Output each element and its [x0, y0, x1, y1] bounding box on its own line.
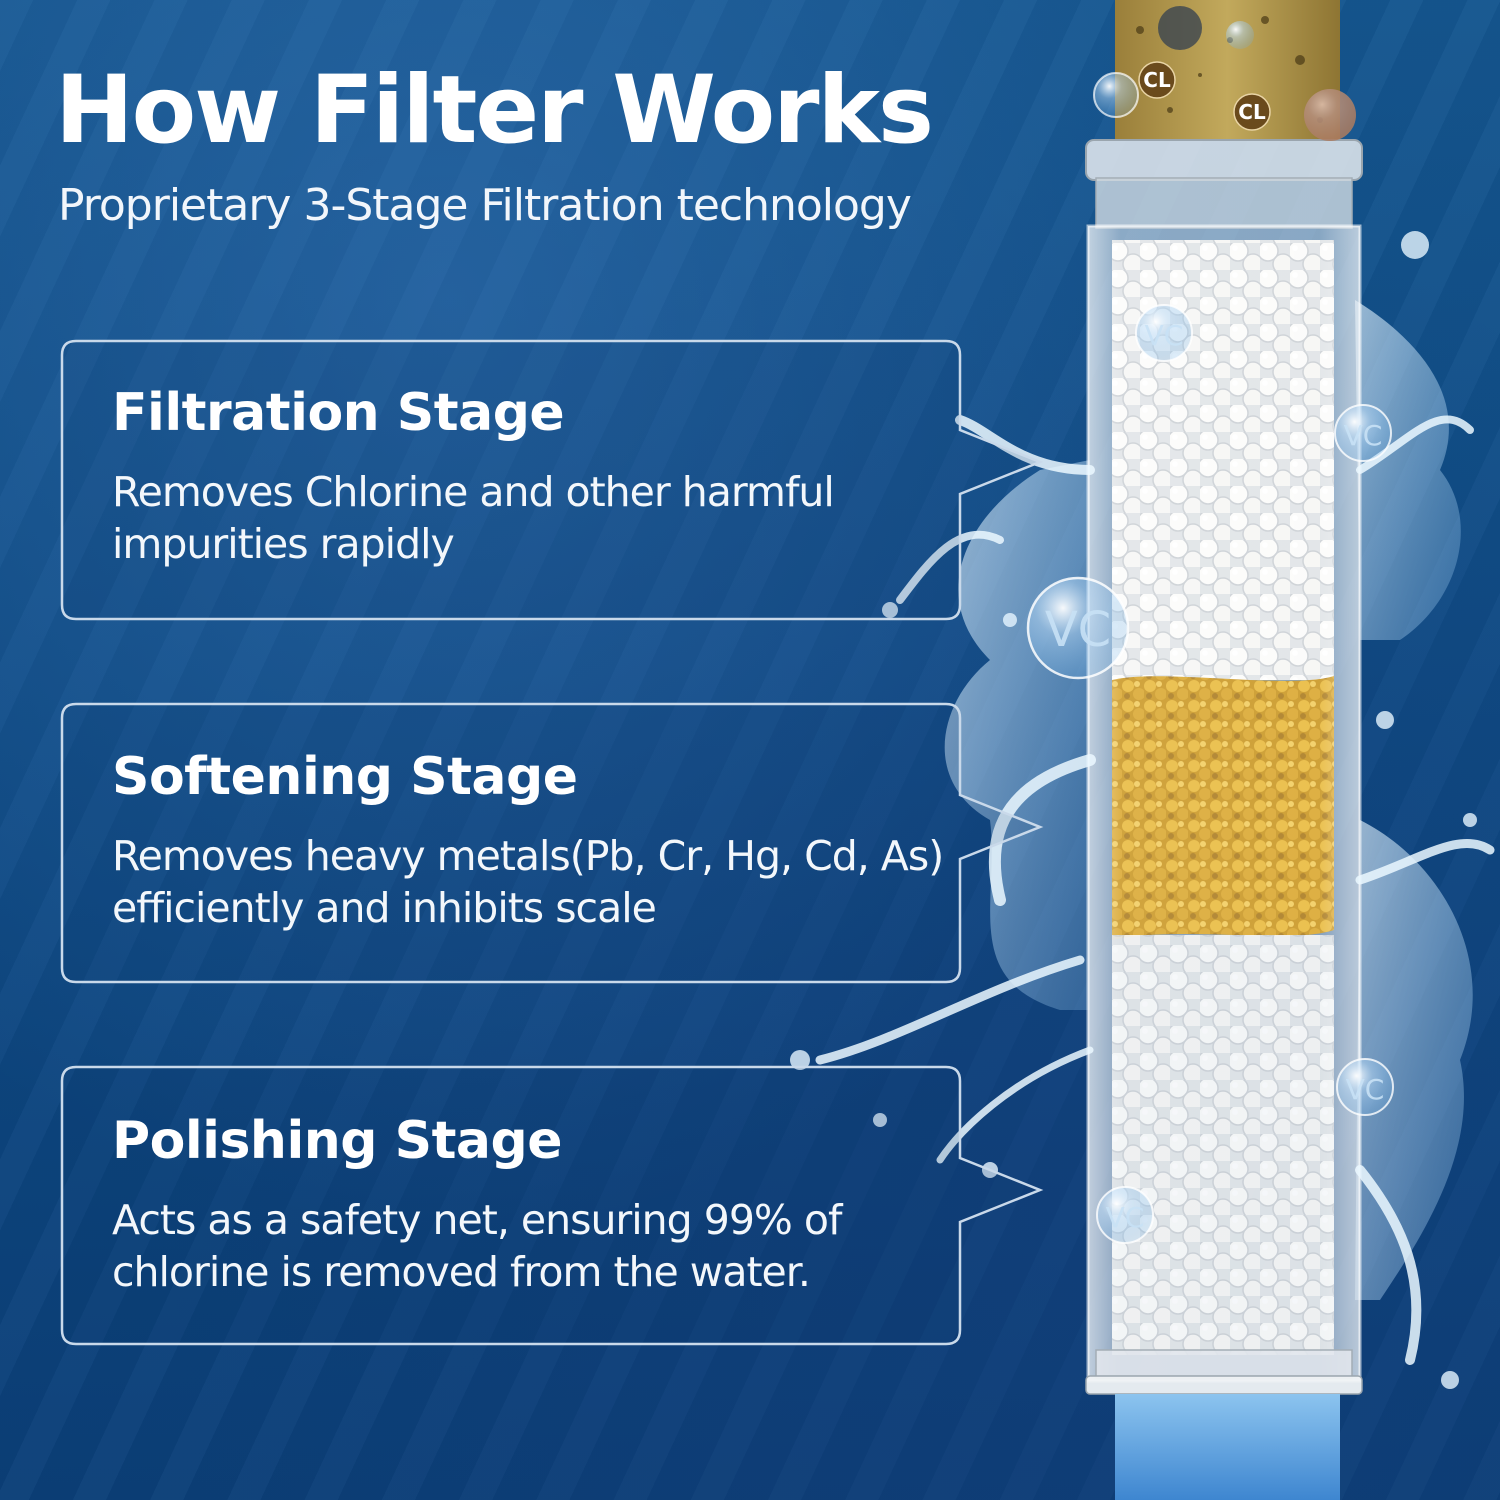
vitamin-c-icon — [1096, 1186, 1154, 1244]
stage-softening: Softening Stage Removes heavy metals(Pb,… — [112, 746, 972, 934]
stage-description: Removes Chlorine and other harmful impur… — [112, 468, 835, 569]
vitamin-c-icon — [1135, 304, 1193, 362]
callout-polishing — [60, 1065, 1044, 1346]
callout-filtration — [60, 339, 1044, 621]
svg-text:VC: VC — [1346, 1073, 1385, 1106]
clean-water-outlet — [1115, 1394, 1340, 1500]
svg-text:VC: VC — [1045, 602, 1111, 658]
svg-text:VC: VC — [1145, 319, 1184, 352]
vitamin-c-icon — [1026, 576, 1130, 680]
stage-description: Removes heavy metals(Pb, Cr, Hg, Cd, As)… — [112, 832, 944, 933]
vitamin-c-icon — [1336, 1058, 1394, 1116]
stage-description: Acts as a safety net, ensuring 99% of ch… — [112, 1196, 842, 1297]
page-subtitle: Proprietary 3-Stage Filtration technolog… — [58, 180, 912, 231]
svg-text:CL: CL — [1238, 100, 1266, 124]
water-droplets — [790, 231, 1477, 1389]
contaminant-particles: CL CL — [1093, 6, 1356, 141]
svg-text:VC: VC — [1106, 1201, 1145, 1234]
stage-title: Filtration Stage — [112, 383, 565, 443]
chlorine-icon — [1138, 61, 1176, 99]
chlorine-icon — [1233, 93, 1271, 131]
svg-text:CL: CL — [1143, 68, 1171, 92]
stage-title: Polishing Stage — [112, 1111, 563, 1171]
stage-title: Softening Stage — [112, 747, 578, 807]
callout-softening — [60, 702, 1044, 984]
vitamin-c-bubbles: VC VC VC VC VC — [1026, 304, 1394, 1244]
stage-filtration: Filtration Stage Removes Chlorine and ot… — [112, 382, 972, 570]
vitamin-c-icon — [1334, 404, 1392, 462]
stage-polishing: Polishing Stage Acts as a safety net, en… — [112, 1110, 972, 1298]
page-title: How Filter Works — [55, 56, 934, 165]
water-splash-front — [815, 415, 1495, 1365]
svg-text:VC: VC — [1344, 419, 1383, 452]
